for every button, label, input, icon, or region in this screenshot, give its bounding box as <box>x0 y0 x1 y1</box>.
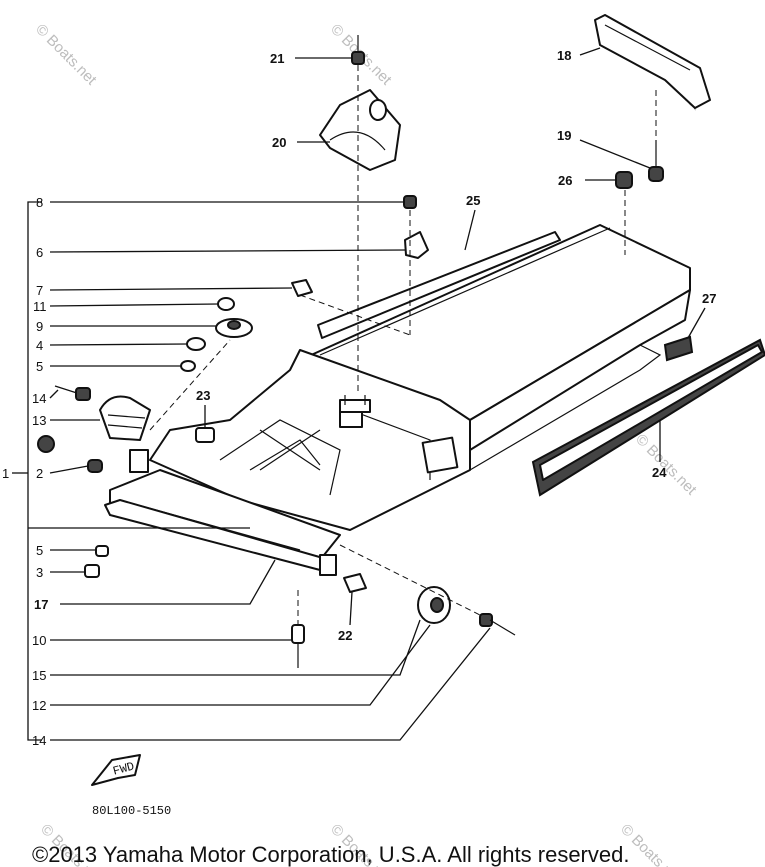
guide-lines <box>149 65 657 625</box>
side-rail-24-face <box>539 344 763 481</box>
part-5-bushing-lower <box>95 545 109 557</box>
callout-26: 26 <box>558 173 572 188</box>
part-5-bushing-top <box>180 360 196 372</box>
copyright-text: ©2013 Yamaha Motor Corporation, U.S.A. A… <box>32 842 629 867</box>
callout-27: 27 <box>702 291 716 306</box>
part-2-bushing <box>87 459 103 473</box>
fwd-label: FWD <box>111 759 135 778</box>
callout-5-upper: 5 <box>36 359 43 374</box>
callout-19: 19 <box>557 128 571 143</box>
part-2-washer <box>37 435 55 453</box>
callout-24: 24 <box>652 465 667 480</box>
part-26-cap <box>615 171 633 189</box>
frame-assembly <box>104 224 691 576</box>
leader-lines <box>12 47 706 741</box>
callout-17: 17 <box>34 597 48 612</box>
callout-5-lower: 5 <box>36 543 43 558</box>
callout-18: 18 <box>557 48 571 63</box>
callout-1: 1 <box>2 466 9 481</box>
parts-group <box>37 14 711 668</box>
callout-14-upper: 14 <box>32 391 46 406</box>
callout-7: 7 <box>36 283 43 298</box>
part-23-clamp <box>195 427 215 443</box>
part-11-grommet <box>217 297 235 311</box>
part-18-bracket <box>594 14 711 109</box>
callout-3: 3 <box>36 565 43 580</box>
callout-25: 25 <box>466 193 480 208</box>
part-20-bracket <box>319 89 401 171</box>
callout-22: 22 <box>338 628 352 643</box>
diagram-code: 80L100-5150 <box>92 804 171 818</box>
part-22-clamp <box>343 573 367 593</box>
part-14-bolt-lower <box>479 613 516 636</box>
callout-11: 11 <box>33 299 47 314</box>
part-6-clip <box>404 231 429 259</box>
fwd-arrow-icon: FWD <box>91 754 141 786</box>
part-13-mount <box>99 395 151 441</box>
part-3-collar <box>84 564 100 578</box>
rear-rail-25 <box>317 231 561 339</box>
part-7-washer <box>291 279 313 297</box>
callout-20: 20 <box>272 135 286 150</box>
watermark-1: © Boats.net <box>32 21 100 89</box>
callout-21: 21 <box>270 51 284 66</box>
part-8-nut <box>403 195 417 209</box>
callout-12: 12 <box>32 698 46 713</box>
callout-15: 15 <box>32 668 46 683</box>
callout-6: 6 <box>36 245 43 260</box>
part-9-damper <box>215 318 253 338</box>
callout-23: 23 <box>196 388 210 403</box>
part-14-bolt-top <box>54 385 91 401</box>
callout-labels: 21 20 18 19 26 25 27 24 23 22 17 8 6 7 1… <box>2 48 716 748</box>
callout-14-lower: 14 <box>32 733 46 748</box>
part-4-bushing <box>186 337 206 351</box>
part-10-pin <box>291 624 305 668</box>
callout-13: 13 <box>32 413 46 428</box>
callout-8: 8 <box>36 195 43 210</box>
callout-9: 9 <box>36 319 43 334</box>
callout-4: 4 <box>36 338 43 353</box>
part-27-plate <box>663 335 694 362</box>
callout-2: 2 <box>36 466 43 481</box>
callout-10: 10 <box>32 633 46 648</box>
